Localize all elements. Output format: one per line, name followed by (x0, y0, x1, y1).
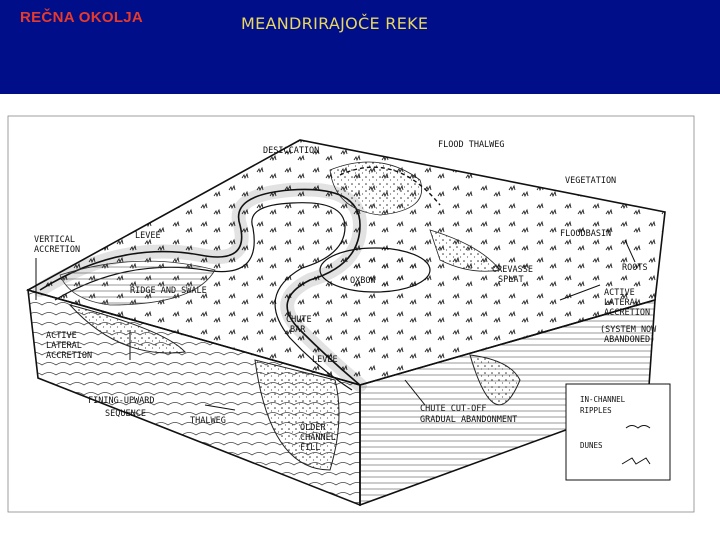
label-crevasse-2: SPLAT (498, 275, 524, 285)
label-floodbasin: FLOODBASIN (560, 229, 611, 239)
slide-title: MEANDRIRAJOČE REKE (241, 14, 428, 33)
label-older-3: FILL (300, 443, 320, 453)
label-system-1: (SYSTEM NOW (600, 325, 657, 335)
label-active-lateral-right-3: ACCRETION (604, 308, 650, 318)
label-thalweg: THALWEG (190, 416, 226, 426)
label-chute-bar-2: BAR (290, 325, 306, 335)
label-oxbow: OXBOW (350, 276, 376, 286)
label-desiccation: DESICCATION (263, 146, 319, 156)
label-flood-thalweg: FLOOD THALWEG (438, 140, 505, 150)
label-system-2: ABANDONED) (604, 335, 655, 345)
label-older-1: OLDER (300, 423, 326, 433)
header-bar: REČNA OKOLJA MEANDRIRAJOČE REKE (0, 0, 720, 94)
label-active-lateral-left-2: LATERAL (46, 341, 82, 351)
label-older-2: CHANNEL (300, 433, 336, 443)
label-roots: ROOTS (622, 263, 648, 273)
label-chute-bar-1: CHUTE (286, 315, 312, 325)
label-levee-bottom: LEVEE (312, 355, 338, 365)
label-chute-cutoff-2: GRADUAL ABANDONMENT (420, 415, 517, 425)
label-vegetation: VEGETATION (565, 176, 616, 186)
legend-label-3: DUNES (580, 441, 603, 450)
label-chute-cutoff-1: CHUTE CUT-OFF (420, 404, 487, 414)
label-vertical-accretion-1: VERTICAL (34, 235, 75, 245)
label-active-lateral-left-1: ACTIVE (46, 331, 77, 341)
label-crevasse-1: CREVASSE (492, 265, 533, 275)
label-ridge-and-swale: RIDGE AND SWALE (130, 286, 207, 296)
legend-label-2: RIPPLES (580, 406, 612, 415)
label-fining-1: FINING-UPWARD (88, 396, 155, 406)
block-diagram-svg: DESICCATION FLOOD THALWEG VEGETATION FLO… (0, 94, 720, 540)
label-levee-top: LEVEE (135, 231, 161, 241)
label-active-lateral-right-2: LATERAL (604, 298, 640, 308)
label-fining-2: SEQUENCE (105, 409, 146, 419)
label-vertical-accretion-2: ACCRETION (34, 245, 80, 255)
label-active-lateral-right-1: ACTIVE (604, 288, 635, 298)
label-active-lateral-left-3: ACCRETION (46, 351, 92, 361)
meandering-river-diagram: DESICCATION FLOOD THALWEG VEGETATION FLO… (0, 94, 720, 540)
section-label: REČNA OKOLJA (20, 9, 143, 26)
legend-label-1: IN-CHANNEL (580, 395, 626, 404)
